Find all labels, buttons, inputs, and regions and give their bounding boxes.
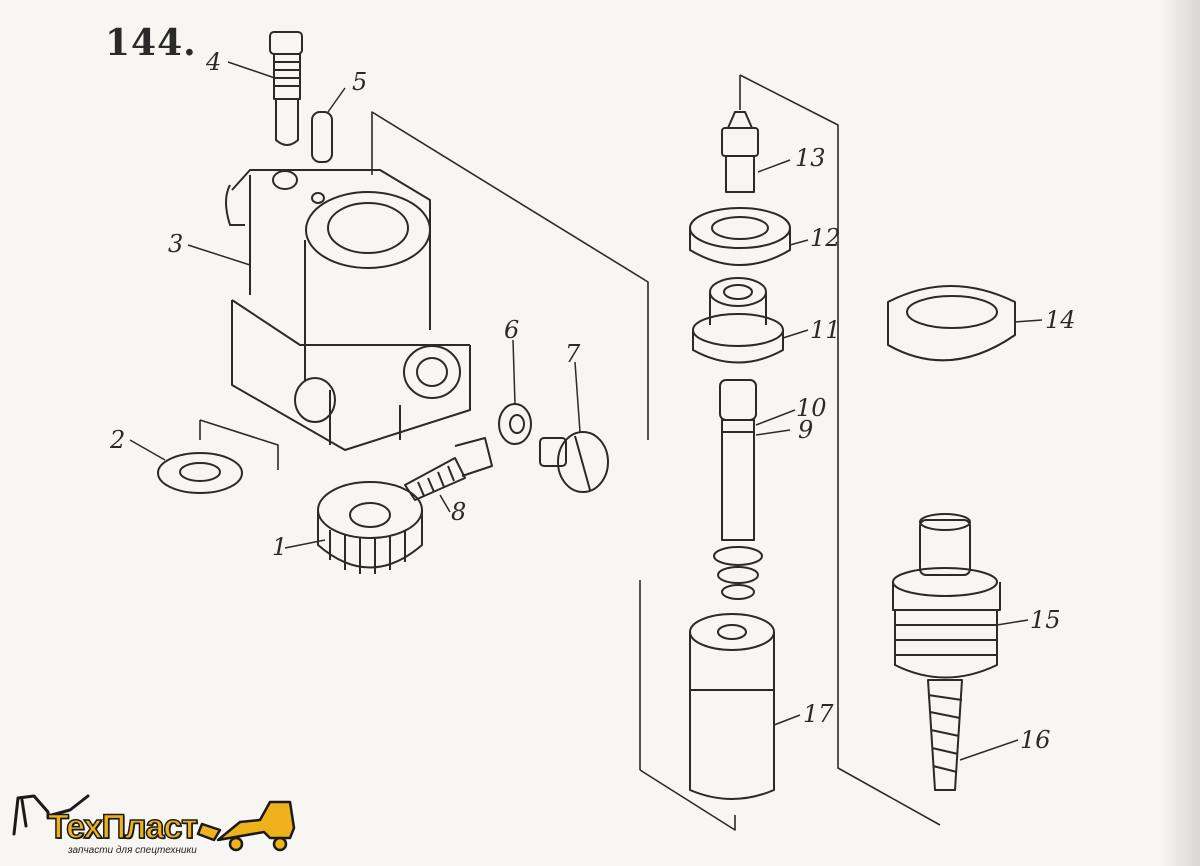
callout-10: 10 xyxy=(796,394,827,422)
callout-2: 2 xyxy=(110,426,126,454)
callout-11: 11 xyxy=(810,316,841,344)
callout-15: 15 xyxy=(1030,606,1061,634)
part-7-slotted-bolt xyxy=(539,431,609,493)
part-1-gear xyxy=(317,481,423,574)
logo-wordmark: ТехПласт xyxy=(47,807,198,847)
callout-13: 13 xyxy=(795,144,826,172)
part-5-pin xyxy=(311,111,333,163)
assembly-lines xyxy=(199,74,941,831)
leader-lines xyxy=(129,61,1043,761)
page-edge-shadow xyxy=(1160,0,1200,866)
callout-1: 1 xyxy=(272,533,288,561)
part-10-9-plunger xyxy=(713,379,763,600)
callout-17: 17 xyxy=(803,700,834,728)
callout-14: 14 xyxy=(1045,306,1076,334)
logo-tagline: запчасти для спецтехники xyxy=(68,845,197,856)
callout-7: 7 xyxy=(565,340,581,368)
part-13-valve-tip xyxy=(721,111,759,193)
figure-number: 144. xyxy=(105,22,197,64)
callout-16: 16 xyxy=(1020,726,1051,754)
part-3-pump-housing xyxy=(225,169,471,451)
callout-12: 12 xyxy=(810,224,841,252)
part-16-spring xyxy=(927,679,963,791)
techplast-logo: ТехПласт запчасти для спецтехники xyxy=(8,788,308,860)
callout-3: 3 xyxy=(168,230,184,258)
callout-6: 6 xyxy=(504,316,520,344)
part-15-fitting xyxy=(892,513,1001,679)
part-14-castle-nut xyxy=(887,285,1016,362)
part-6-small-washer xyxy=(498,403,532,445)
callout-4: 4 xyxy=(206,48,222,76)
callout-9: 9 xyxy=(798,416,814,444)
part-8-spring-screw xyxy=(404,437,493,501)
part-4-plug-screw xyxy=(269,31,303,146)
part-17-barrel xyxy=(689,613,775,800)
callout-5: 5 xyxy=(352,68,368,96)
part-2-washer xyxy=(157,452,243,494)
callout-8: 8 xyxy=(451,498,467,526)
part-12-ring xyxy=(689,207,791,266)
part-11-bushing xyxy=(692,277,784,364)
excavator-logo-icon xyxy=(12,794,296,852)
